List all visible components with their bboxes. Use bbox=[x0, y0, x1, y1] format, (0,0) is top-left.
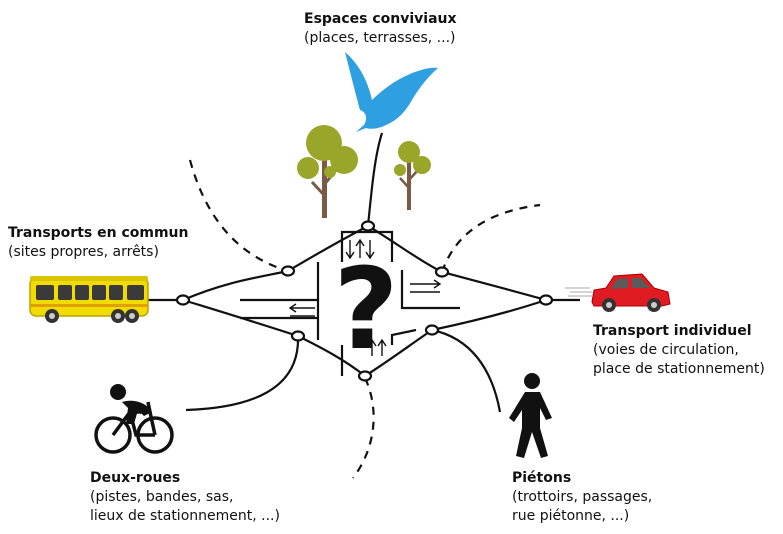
label-title: Transport individuel bbox=[593, 323, 752, 339]
label-detail: (sites propres, arrêts) bbox=[8, 244, 159, 260]
label-detail: (pistes, bandes, sas, bbox=[90, 489, 234, 505]
node-bottom bbox=[357, 370, 373, 382]
nodes bbox=[175, 220, 554, 382]
connector-pedestrian bbox=[431, 328, 502, 413]
node-right bbox=[538, 294, 554, 306]
bicycle-icon bbox=[94, 384, 174, 454]
label-espaces-conviviaux: Espaces conviviaux (places, terrasses, .… bbox=[304, 10, 457, 48]
connector-curves bbox=[148, 132, 580, 413]
connector-bike bbox=[185, 335, 300, 412]
label-transport-individuel: Transport individuel (voies de circulati… bbox=[593, 322, 765, 379]
label-detail: (places, terrasses, ...) bbox=[304, 30, 456, 46]
connector-bird bbox=[366, 132, 384, 227]
label-deux-roues: Deux-roues (pistes, bandes, sas, lieux d… bbox=[90, 469, 280, 526]
label-title: Deux-roues bbox=[90, 470, 181, 486]
label-detail: place de stationnement) bbox=[593, 361, 765, 377]
label-title: Piétons bbox=[512, 470, 572, 486]
dashed-arc-upper-left bbox=[188, 159, 289, 273]
intersection: ? bbox=[175, 220, 554, 382]
car-icon bbox=[565, 273, 671, 312]
label-pietons: Piétons (trottoirs, passages, rue piéton… bbox=[512, 469, 652, 526]
node-top bbox=[360, 220, 376, 232]
bird-icon bbox=[345, 52, 438, 132]
dashed-arc-lower bbox=[352, 377, 375, 479]
question-mark-icon: ? bbox=[334, 245, 399, 375]
tree-icon bbox=[297, 125, 358, 218]
node-upper-right bbox=[434, 266, 450, 278]
dashed-arc-upper-right bbox=[440, 203, 541, 273]
tree-icon bbox=[394, 141, 431, 210]
node-left bbox=[175, 294, 191, 306]
node-lower-right bbox=[424, 324, 440, 336]
label-title: Espaces conviviaux bbox=[304, 11, 457, 27]
label-title: Transports en commun bbox=[8, 225, 189, 241]
label-transports-en-commun: Transports en commun (sites propres, arr… bbox=[8, 224, 188, 262]
label-detail: lieux de stationnement, ...) bbox=[90, 508, 280, 524]
pedestrian-icon bbox=[509, 373, 552, 458]
dashed-arcs bbox=[188, 159, 541, 479]
label-detail: (voies de circulation, bbox=[593, 342, 739, 358]
node-lower-left bbox=[290, 330, 306, 342]
node-upper-left bbox=[280, 265, 296, 277]
label-detail: (trottoirs, passages, bbox=[512, 489, 653, 505]
label-detail: rue piétonne, ...) bbox=[512, 508, 630, 524]
bus-icon bbox=[29, 276, 149, 323]
